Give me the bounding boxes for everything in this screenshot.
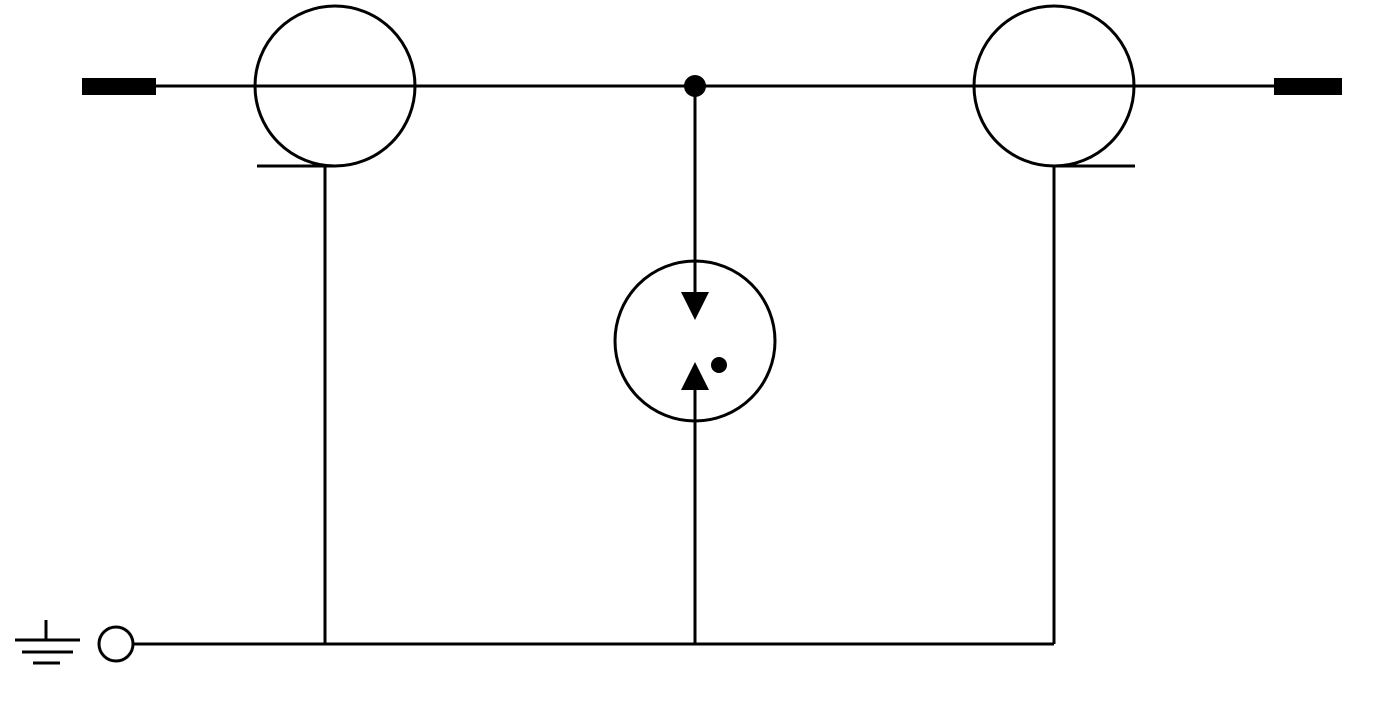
right-device-circle-icon: [972, 4, 1136, 168]
spark-gap-dot: [711, 357, 727, 373]
spark-gap-icon: [613, 259, 777, 423]
left-terminal-bar-icon: [82, 78, 156, 95]
ground-icon: [15, 620, 80, 665]
open-terminal-icon: [97, 625, 135, 663]
arrow-up-icon: [681, 362, 709, 390]
arrow-down-icon: [681, 292, 709, 320]
junction-dot-icon: [684, 75, 706, 97]
wires: [133, 84, 1275, 646]
right-terminal-bar-icon: [1274, 78, 1342, 95]
left-device-circle-icon: [253, 4, 417, 168]
spark-gap-circle: [613, 259, 777, 423]
